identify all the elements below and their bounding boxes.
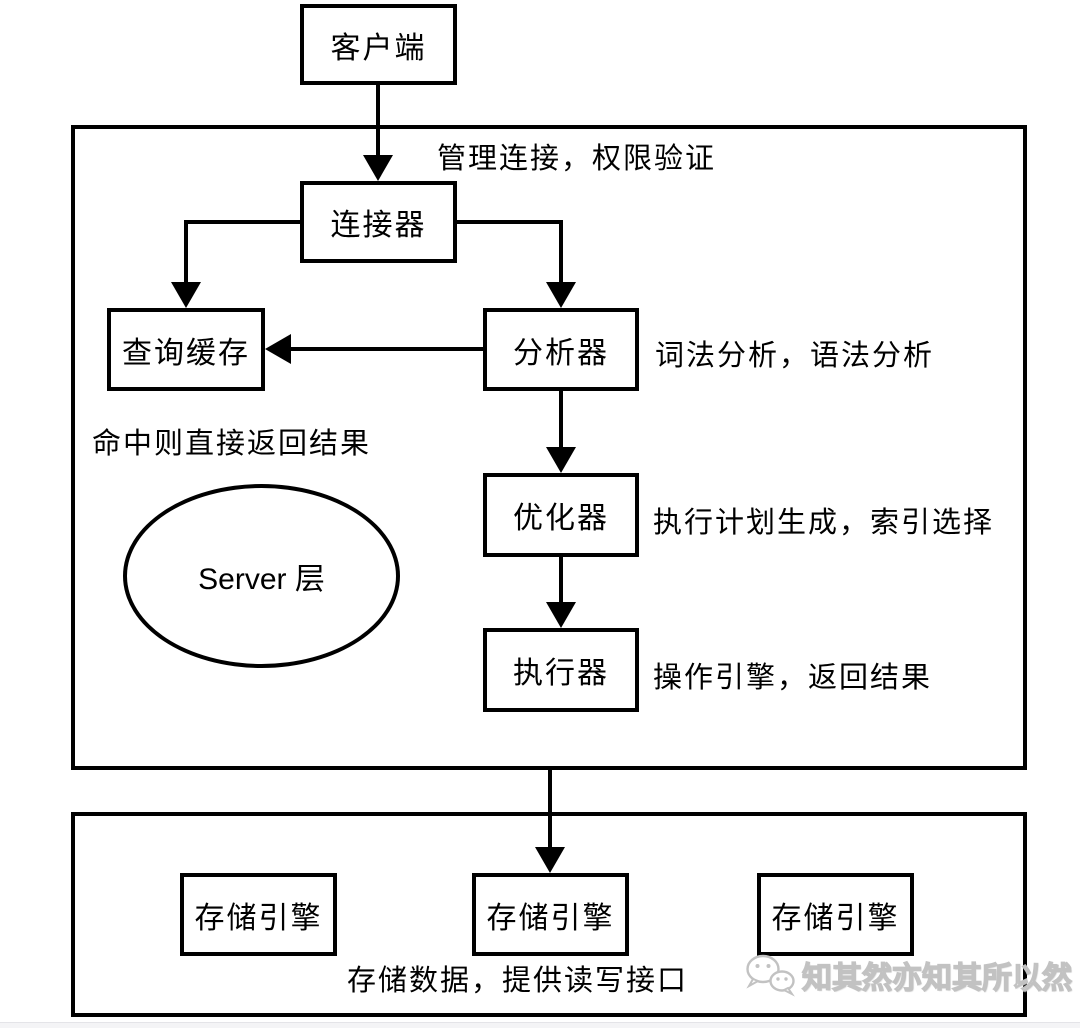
arrow-analyzer-to-query-cache	[265, 334, 483, 364]
arrow-analyzer-to-optimizer	[546, 391, 576, 473]
annotation-executor: 操作引擎，返回结果	[653, 662, 933, 694]
node-client-label: 客户端	[330, 31, 427, 65]
node-executor-label: 执行器	[513, 657, 609, 690]
node-query-cache: 查询缓存	[107, 308, 265, 391]
annotation-optimizer: 执行计划生成，索引选择	[653, 507, 995, 539]
annotation-query-cache: 命中则直接返回结果	[92, 428, 372, 460]
annotation-analyzer: 词法分析，语法分析	[655, 340, 935, 372]
node-client: 客户端	[300, 4, 457, 85]
watermark: 知其然亦知其所以然	[744, 953, 1073, 997]
node-query-cache-label: 查询缓存	[122, 336, 250, 370]
node-optimizer-label: 优化器	[513, 502, 609, 535]
arrow-connector-to-analyzer	[457, 220, 576, 308]
node-executor: 执行器	[483, 628, 639, 712]
server-layer-frame	[71, 125, 1027, 770]
watermark-text: 知其然亦知其所以然	[801, 961, 1072, 995]
wechat-icon	[746, 954, 795, 997]
arrow-optimizer-to-executor	[546, 557, 576, 628]
node-storage-engine-3: 存储引擎	[757, 873, 914, 956]
node-storage-engine-1: 存储引擎	[180, 873, 337, 956]
node-storage-engine-2-label: 存储引擎	[486, 901, 615, 935]
node-optimizer: 优化器	[483, 473, 639, 557]
page-bottom-strip	[0, 1022, 1080, 1028]
annotation-storage: 存储数据，提供读写接口	[347, 965, 689, 997]
annotation-connector: 管理连接，权限验证	[437, 143, 717, 175]
node-storage-engine-2: 存储引擎	[472, 873, 629, 956]
node-connector-label: 连接器	[330, 209, 427, 242]
node-storage-engine-3-label: 存储引擎	[771, 901, 900, 935]
server-layer-ellipse: Server 层	[123, 484, 400, 668]
node-connector: 连接器	[300, 181, 457, 263]
node-analyzer-label: 分析器	[513, 336, 609, 370]
server-layer-label: Server 层	[198, 563, 325, 596]
arrow-client-to-connector	[363, 85, 393, 181]
node-storage-engine-1-label: 存储引擎	[194, 901, 323, 935]
node-analyzer: 分析器	[483, 308, 639, 391]
arrow-connector-to-query-cache	[171, 220, 300, 308]
arrow-server-to-storage-engine	[535, 770, 565, 873]
